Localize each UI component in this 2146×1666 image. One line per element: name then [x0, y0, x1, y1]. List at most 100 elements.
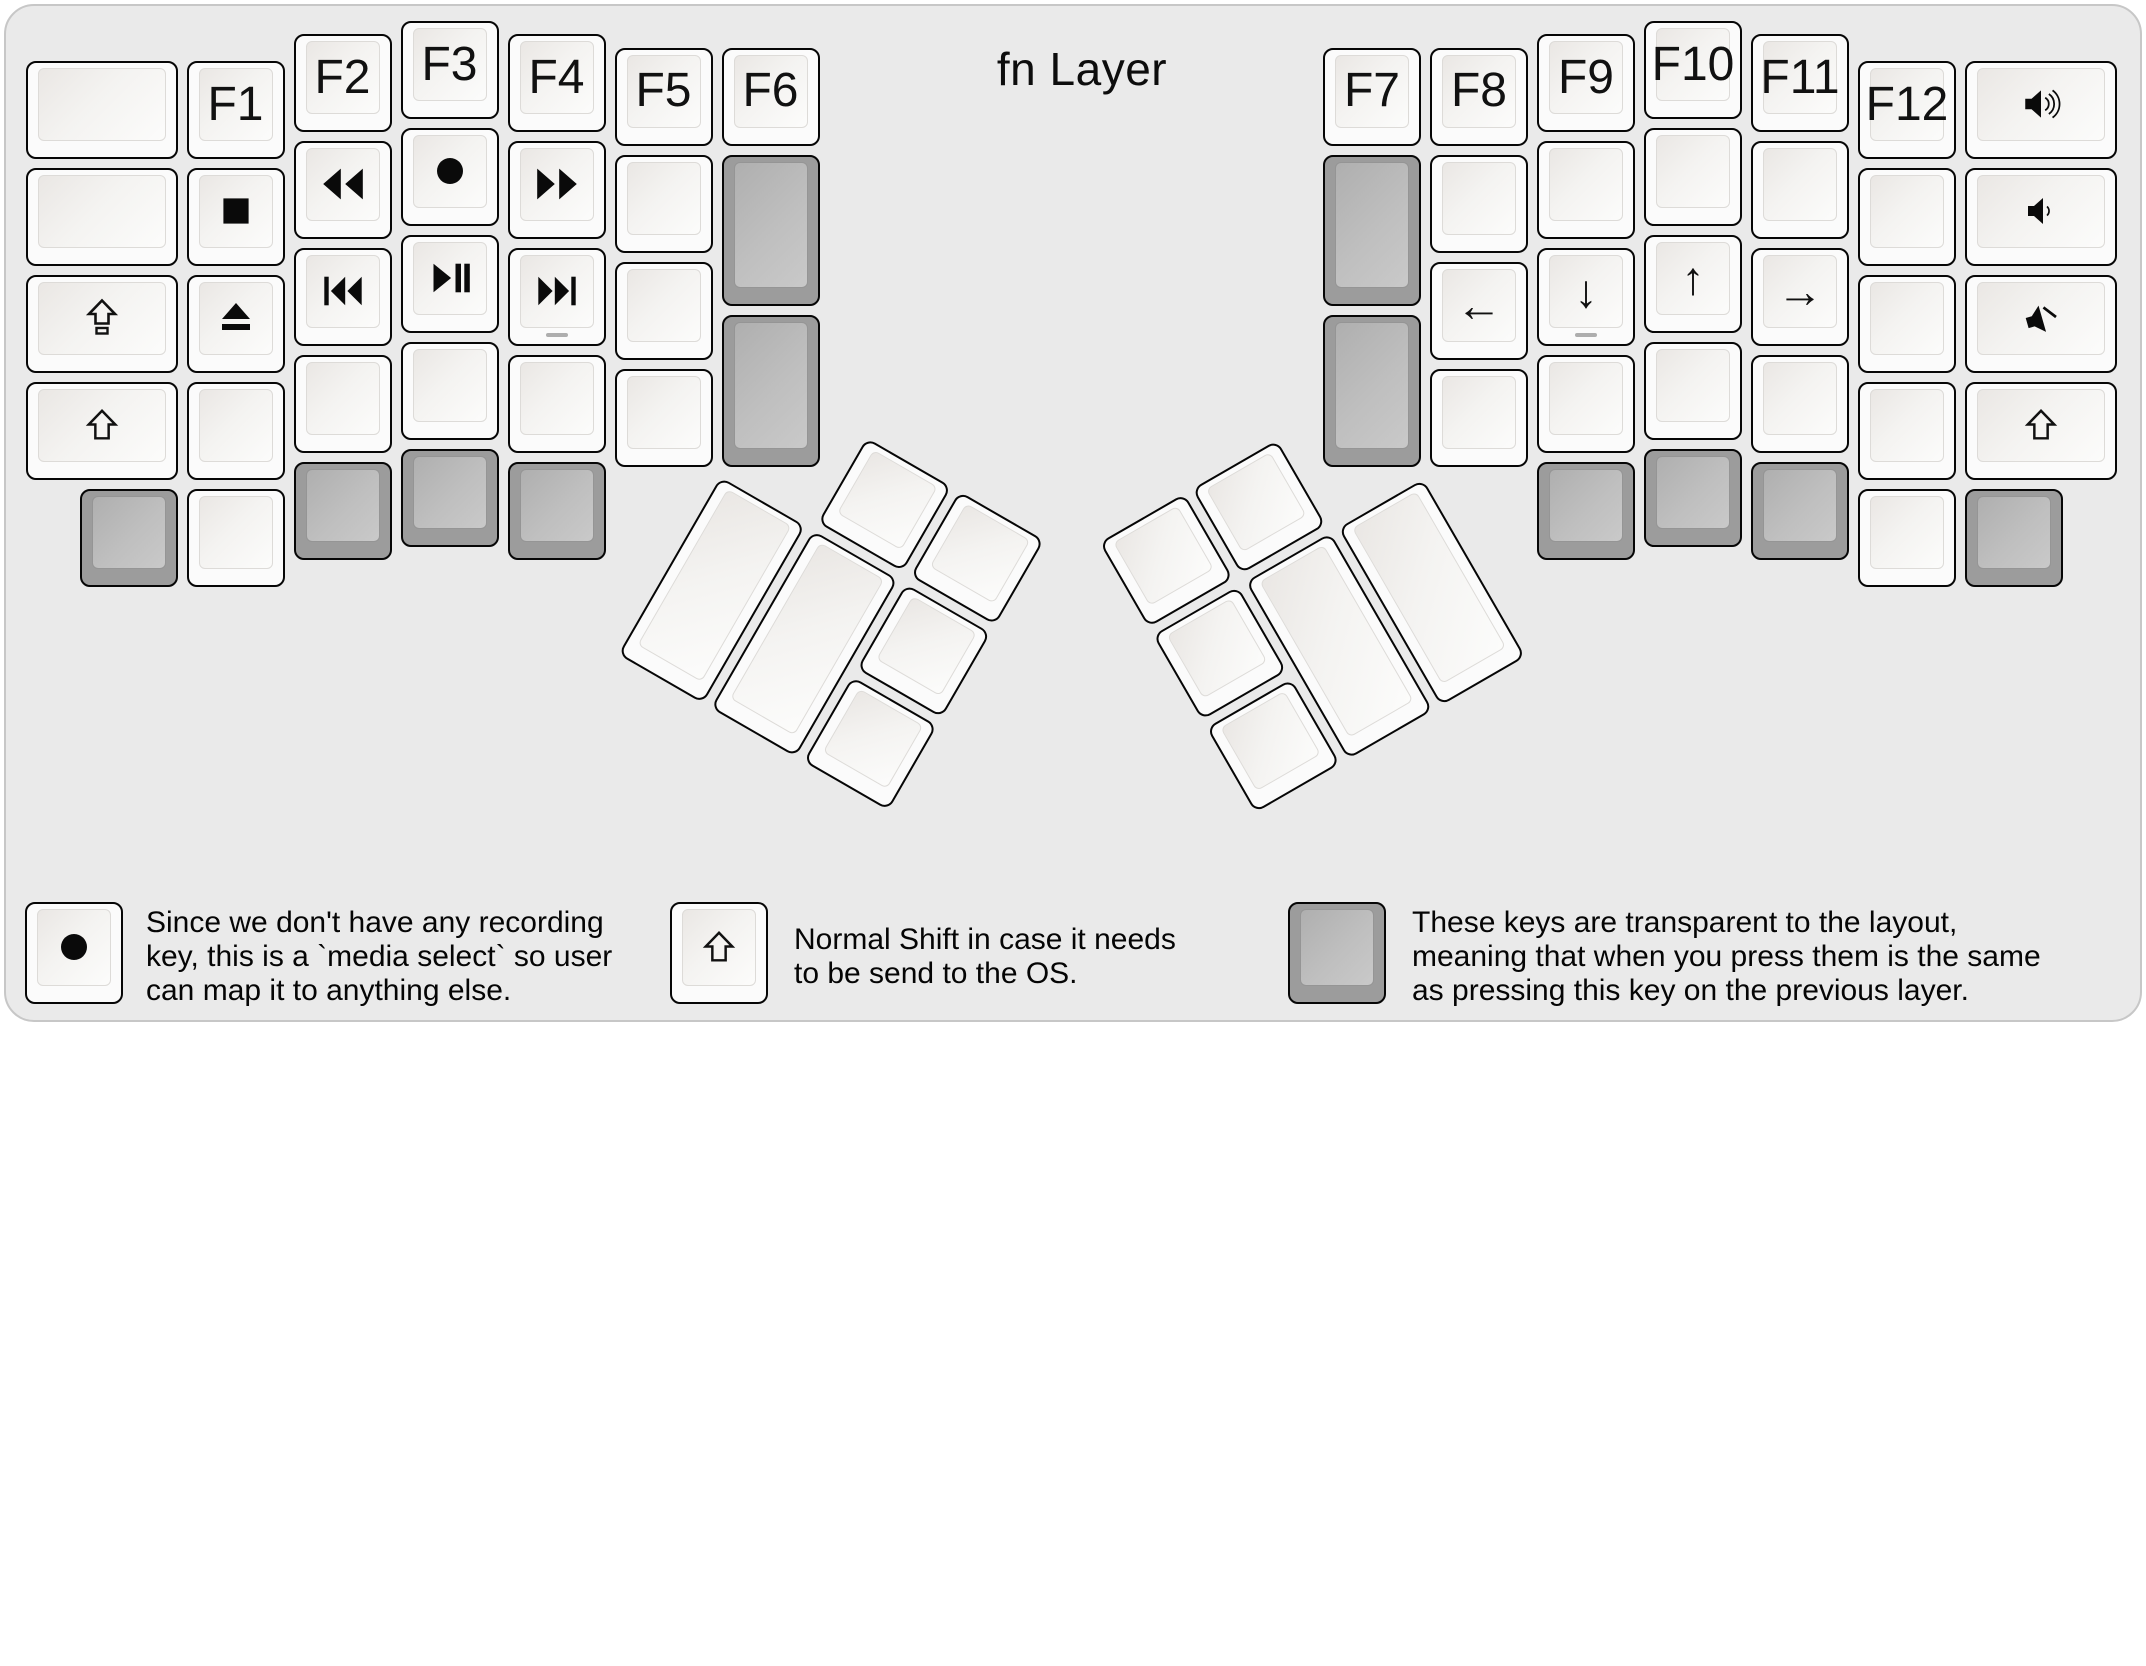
- key-arrow-right[interactable]: →: [1751, 248, 1849, 347]
- key-blank[interactable]: [614, 154, 713, 253]
- key-blank[interactable]: [186, 382, 285, 481]
- keycap-surface: [1335, 161, 1409, 289]
- key-arrow-down[interactable]: ↓: [1537, 248, 1635, 347]
- key-label: F9: [1557, 50, 1614, 104]
- key-rewind[interactable]: [293, 141, 392, 240]
- key-transparent[interactable]: [1751, 462, 1849, 561]
- key-blank[interactable]: [614, 261, 713, 360]
- keycap-surface: [198, 68, 273, 142]
- legend-line: Since we don't have any recording: [146, 906, 604, 939]
- key-blank[interactable]: [1537, 355, 1635, 454]
- key-f1[interactable]: F1: [186, 61, 285, 160]
- key-transparent[interactable]: [1537, 462, 1635, 561]
- key-blank[interactable]: [1751, 141, 1849, 240]
- key-transparent[interactable]: [507, 462, 606, 561]
- keycap-surface: [1763, 148, 1837, 222]
- keycap-surface: [1763, 41, 1837, 115]
- keycap-surface: [38, 175, 166, 249]
- key-blank[interactable]: [1644, 342, 1742, 440]
- key-prev-track[interactable]: [293, 248, 392, 347]
- key-transparent[interactable]: [1323, 315, 1421, 467]
- key-mute[interactable]: [1965, 275, 2117, 374]
- key-blank[interactable]: [1537, 141, 1635, 240]
- key-transparent[interactable]: [1965, 489, 2063, 588]
- key-blank[interactable]: [1751, 355, 1849, 454]
- stop-icon: [189, 170, 283, 252]
- key-blank[interactable]: [507, 355, 606, 454]
- key-label: F12: [1865, 77, 1949, 131]
- key-transparent[interactable]: [400, 449, 499, 547]
- keycap-surface: [1549, 41, 1623, 115]
- key-transparent[interactable]: [293, 462, 392, 561]
- key-stop[interactable]: [186, 168, 285, 267]
- key-f9[interactable]: F9: [1537, 34, 1635, 133]
- keycap-surface: [1870, 282, 1944, 356]
- key-blank[interactable]: [1430, 368, 1528, 467]
- arrow-right-icon: →: [1777, 265, 1823, 318]
- key-shift[interactable]: [26, 382, 178, 481]
- key-f11[interactable]: F11: [1751, 34, 1849, 133]
- key-transparent[interactable]: [1644, 449, 1742, 547]
- key-arrow-left[interactable]: ←: [1430, 261, 1528, 360]
- key-blank[interactable]: [26, 168, 178, 267]
- key-blank[interactable]: [400, 342, 499, 440]
- play-pause-icon: [403, 237, 497, 319]
- keycap-surface: [1763, 469, 1837, 543]
- key-next-track[interactable]: [507, 248, 606, 347]
- key-blank[interactable]: [1858, 489, 1956, 588]
- key-transparent[interactable]: [1323, 154, 1421, 307]
- key-blank[interactable]: [1858, 168, 1956, 267]
- key-blank[interactable]: [293, 355, 392, 454]
- key-volume-up[interactable]: [1965, 61, 2117, 160]
- homing-bar: [1575, 333, 1597, 338]
- key-blank[interactable]: [614, 368, 713, 467]
- keycap-surface: [305, 41, 380, 115]
- key-blank[interactable]: [26, 61, 178, 160]
- key-blank[interactable]: [1644, 128, 1742, 226]
- key-transparent[interactable]: [79, 489, 178, 588]
- key-record[interactable]: [400, 128, 499, 226]
- key-f8[interactable]: F8: [1430, 47, 1528, 146]
- key-label: F3: [421, 37, 478, 91]
- keycap-surface: [412, 349, 487, 422]
- key-f3[interactable]: F3: [400, 21, 499, 119]
- key-shift[interactable]: [1965, 382, 2117, 481]
- key-f5[interactable]: F5: [614, 47, 713, 146]
- keycap-surface: [1549, 148, 1623, 222]
- key-f7[interactable]: F7: [1323, 47, 1421, 146]
- keycap-surface: [519, 148, 594, 222]
- key-caps-lock[interactable]: [26, 275, 178, 374]
- key-transparent[interactable]: [721, 154, 820, 307]
- key-f2[interactable]: F2: [293, 34, 392, 133]
- key-f6[interactable]: F6: [721, 47, 820, 146]
- legend-key-shift: [670, 902, 768, 1004]
- arrow-up-icon: ↑: [1681, 252, 1705, 304]
- key-f4[interactable]: F4: [507, 34, 606, 133]
- key-transparent[interactable]: [721, 315, 820, 467]
- keycap-surface: [1656, 242, 1730, 315]
- homing-bar: [545, 333, 568, 338]
- key-blank[interactable]: [186, 489, 285, 588]
- key-arrow-up[interactable]: ↑: [1644, 235, 1742, 333]
- keycap-surface: [1656, 135, 1730, 208]
- key-eject[interactable]: [186, 275, 285, 374]
- key-blank[interactable]: [1430, 154, 1528, 253]
- key-blank[interactable]: [1858, 275, 1956, 374]
- keycap-surface: [305, 469, 380, 543]
- key-label: F6: [742, 64, 799, 118]
- keycap-surface: [1870, 496, 1944, 570]
- keycap-surface: [1549, 362, 1623, 436]
- key-fast-forward[interactable]: [507, 141, 606, 240]
- key-blank[interactable]: [1858, 382, 1956, 481]
- keycap-surface: [733, 54, 808, 128]
- key-f10[interactable]: F10: [1644, 21, 1742, 119]
- key-volume-down[interactable]: [1965, 168, 2117, 267]
- eject-icon: [189, 277, 283, 359]
- key-play-pause[interactable]: [400, 235, 499, 333]
- key-f12[interactable]: F12: [1858, 61, 1956, 160]
- arrow-down-icon: ↓: [1574, 265, 1598, 318]
- key-label: F4: [528, 50, 585, 104]
